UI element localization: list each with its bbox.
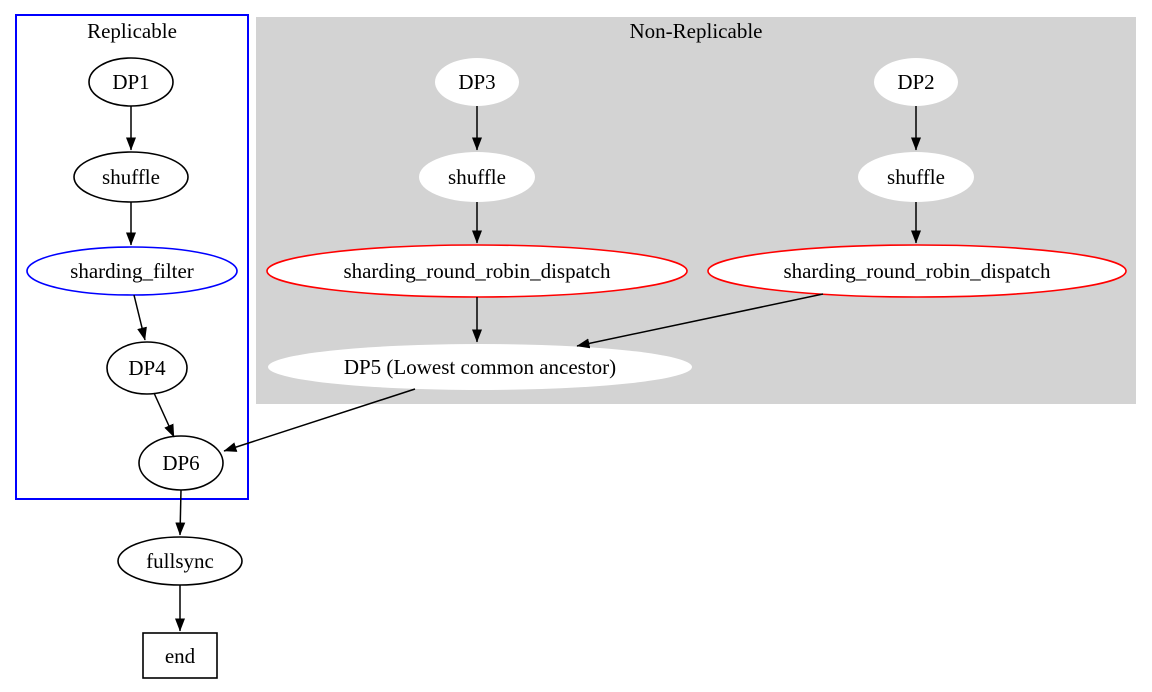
node-dp6-label: DP6 xyxy=(162,451,199,475)
node-dp4: DP4 xyxy=(106,341,188,395)
node-dp5: DP5 (Lowest common ancestor) xyxy=(268,344,692,390)
cluster-replicable-label: Replicable xyxy=(87,19,177,43)
node-dp2-label: DP2 xyxy=(897,70,934,94)
cluster-replicable-border xyxy=(15,14,249,500)
node-shuffle-left-label: shuffle xyxy=(102,165,160,189)
node-dp2: DP2 xyxy=(874,58,958,106)
node-shuffle-right-shape xyxy=(858,152,974,202)
node-sharding-round-robin-dispatch-right-label: sharding_round_robin_dispatch xyxy=(783,259,1051,283)
cluster-non-replicable-background xyxy=(256,17,1136,404)
node-sharding-filter: sharding_filter xyxy=(26,246,238,296)
edges xyxy=(126,106,921,632)
edge-dp5-dp6 xyxy=(223,388,416,452)
node-shuffle-mid-shape xyxy=(419,152,535,202)
node-sharding-filter-shape xyxy=(26,246,238,296)
node-sharding-round-robin-dispatch-left-label: sharding_round_robin_dispatch xyxy=(343,259,611,283)
edge-dp6-fullsync xyxy=(175,489,186,536)
node-dp1-label: DP1 xyxy=(112,70,149,94)
node-dp1: DP1 xyxy=(88,57,174,107)
cluster-non-replicable: Non-Replicable xyxy=(256,17,1136,404)
node-dp3-shape xyxy=(435,58,519,106)
node-shuffle-left: shuffle xyxy=(73,151,189,203)
node-fullsync: fullsync xyxy=(117,536,243,586)
edge-dispatch-right-dp5 xyxy=(576,293,824,349)
edge-sharding-filter-dp4 xyxy=(133,294,147,341)
node-end-shape xyxy=(142,632,218,679)
node-dp2-shape xyxy=(874,58,958,106)
node-shuffle-right: shuffle xyxy=(858,152,974,202)
node-end: end xyxy=(142,632,218,679)
node-dp3-label: DP3 xyxy=(458,70,495,94)
node-dp5-label: DP5 (Lowest common ancestor) xyxy=(344,355,616,379)
node-fullsync-label: fullsync xyxy=(146,549,214,573)
node-dp3: DP3 xyxy=(435,58,519,106)
node-sharding-round-robin-dispatch-right-shape xyxy=(707,244,1127,298)
node-dp5-shape xyxy=(268,344,692,390)
node-end-label: end xyxy=(165,644,196,668)
cluster-non-replicable-label: Non-Replicable xyxy=(630,19,763,43)
node-sharding-round-robin-dispatch-left: sharding_round_robin_dispatch xyxy=(266,244,688,298)
node-dp6: DP6 xyxy=(138,435,224,491)
cluster-replicable: Replicable xyxy=(15,14,249,500)
node-shuffle-mid-label: shuffle xyxy=(448,165,506,189)
node-shuffle-mid: shuffle xyxy=(419,152,535,202)
node-sharding-round-robin-dispatch-right: sharding_round_robin_dispatch xyxy=(707,244,1127,298)
node-dp4-shape xyxy=(106,341,188,395)
node-sharding-filter-label: sharding_filter xyxy=(70,259,194,283)
edge-dp4-dp6 xyxy=(153,392,175,438)
node-dp4-label: DP4 xyxy=(128,356,166,380)
node-shuffle-right-label: shuffle xyxy=(887,165,945,189)
